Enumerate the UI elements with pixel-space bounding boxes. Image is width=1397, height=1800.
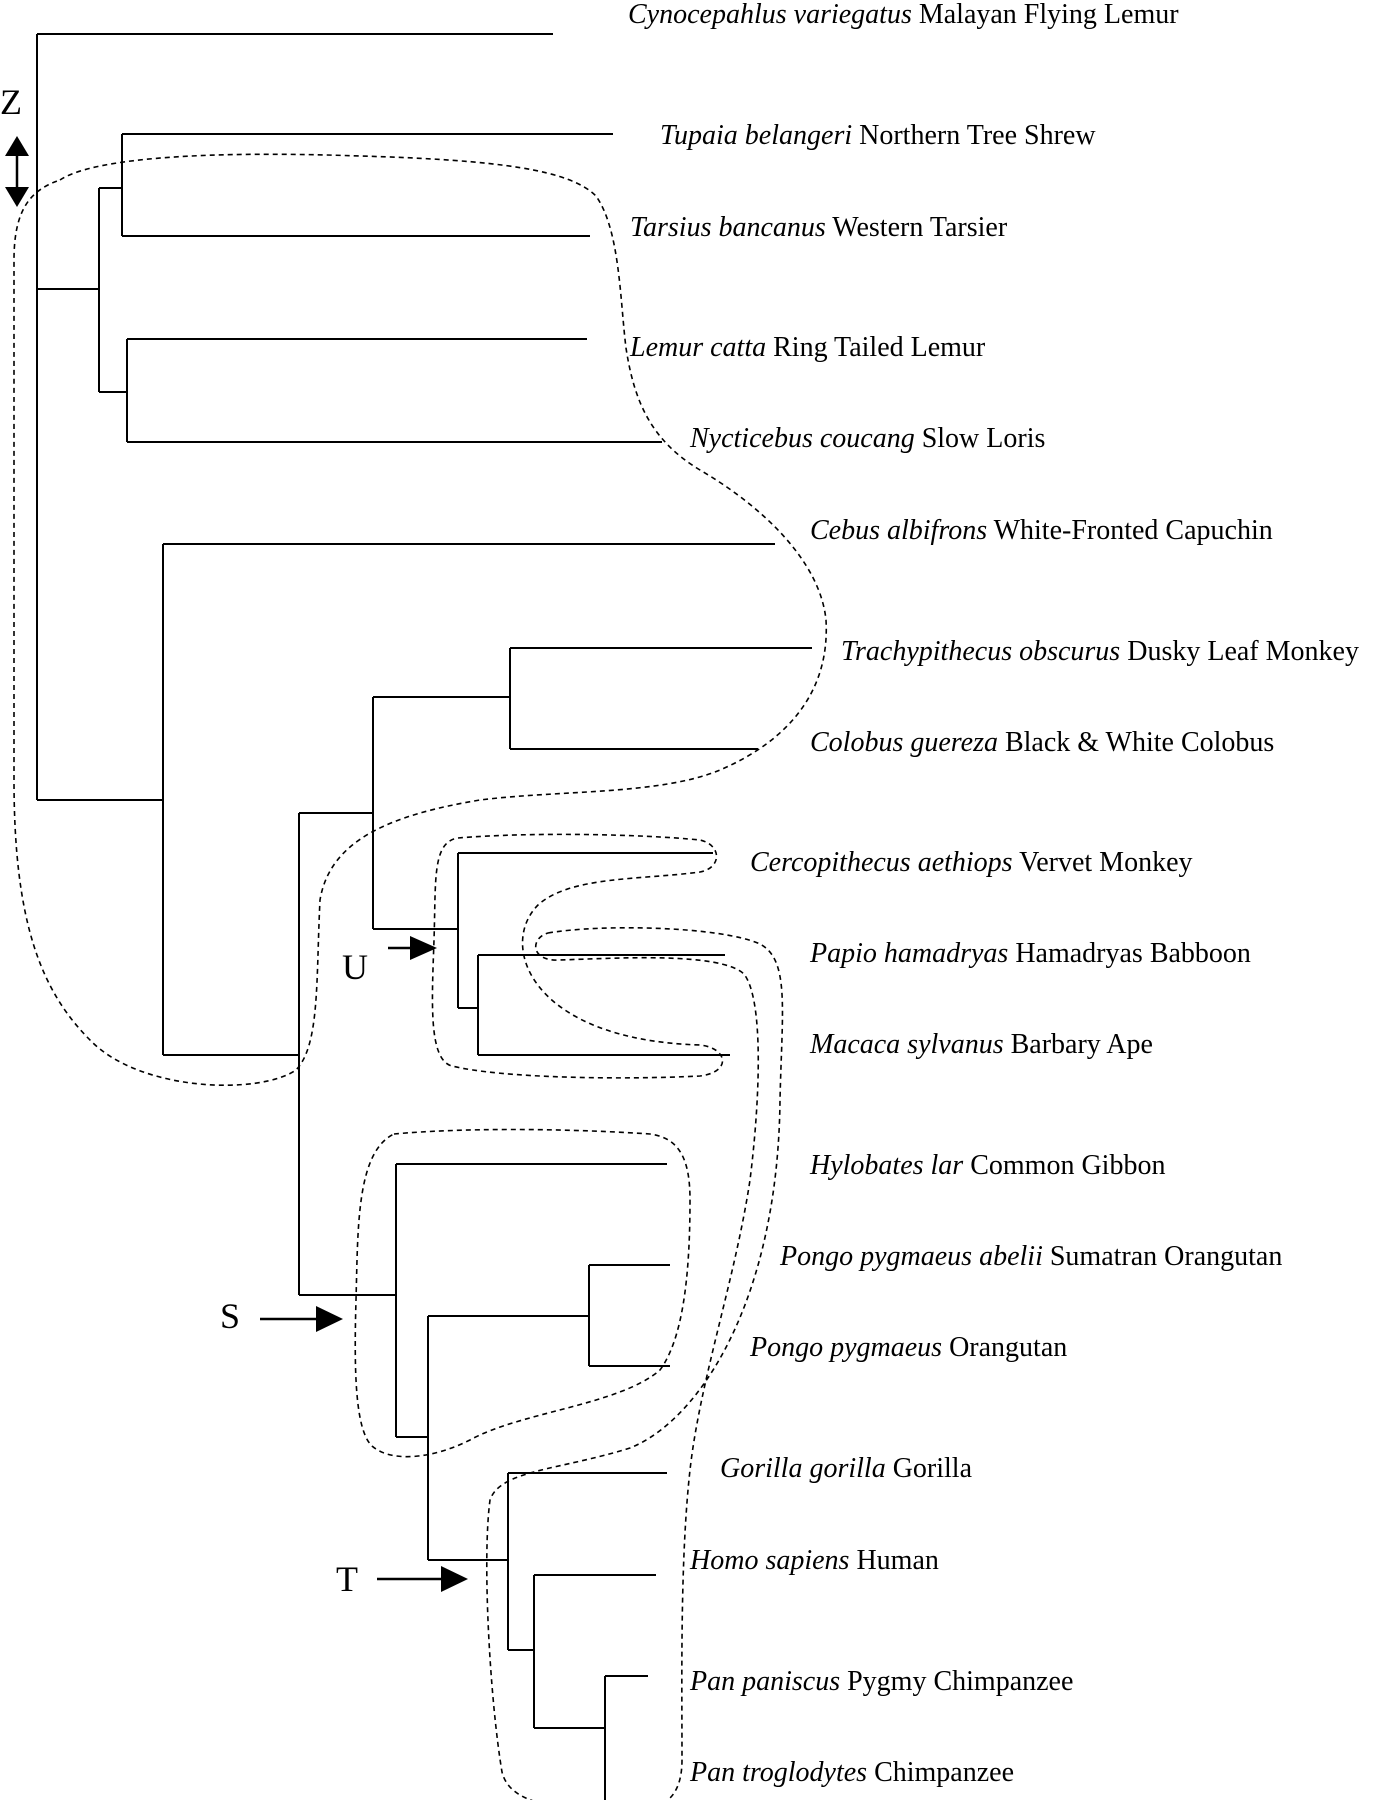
taxon-scientific-name: Trachypithecus obscurus (841, 636, 1120, 667)
arrow-right-icon-u (388, 936, 437, 960)
taxon-common-name: Northern Tree Shrew (859, 120, 1096, 151)
loop-cercopithecus-macaca (431, 833, 724, 1079)
taxon-scientific-name: Pongo pygmaeus abelii (779, 1241, 1043, 1272)
taxon-common-name: Pygmy Chimpanzee (847, 1666, 1073, 1697)
taxon-label: Pongo pygmaeus abelii Sumatran Orangutan (779, 1241, 1282, 1272)
taxon-label: Trachypithecus obscurus Dusky Leaf Monke… (841, 636, 1359, 667)
node-label-s: S (220, 1296, 240, 1336)
taxon-label: Gorilla gorilla Gorilla (720, 1453, 973, 1484)
taxon-label: Hylobates lar Common Gibbon (809, 1150, 1165, 1181)
taxon-common-name: Slow Loris (922, 423, 1046, 454)
grouping-loops (13, 153, 828, 1800)
tree-branches (36, 33, 812, 1800)
taxon-labels: Cynocepahlus variegatus Malayan Flying L… (628, 0, 1359, 1788)
taxon-scientific-name: Nycticebus coucang (689, 423, 915, 454)
loop-ape-group (354, 1128, 691, 1458)
taxon-label: Papio hamadryas Hamadryas Babboon (809, 938, 1251, 969)
taxon-label: Tarsius bancanus Western Tarsier (630, 212, 1008, 243)
taxon-scientific-name: Colobus guereza (810, 727, 998, 758)
taxon-common-name: Common Gibbon (970, 1150, 1165, 1181)
taxon-scientific-name: Hylobates lar (809, 1150, 963, 1181)
node-label-z: Z (0, 82, 22, 122)
taxon-label: Nycticebus coucang Slow Loris (689, 423, 1045, 454)
taxon-scientific-name: Tupaia belangeri (660, 120, 852, 151)
taxon-common-name: Sumatran Orangutan (1050, 1241, 1283, 1272)
node-label-u: U (342, 947, 368, 987)
taxon-scientific-name: Gorilla gorilla (720, 1453, 886, 1484)
taxon-label: Colobus guereza Black & White Colobus (810, 727, 1274, 758)
taxon-label: Cebus albifrons White-Fronted Capuchin (810, 515, 1273, 546)
taxon-common-name: Barbary Ape (1011, 1029, 1153, 1060)
taxon-common-name: Ring Tailed Lemur (773, 332, 986, 363)
taxon-scientific-name: Pan troglodytes (689, 1757, 867, 1788)
taxon-label: Pongo pygmaeus Orangutan (749, 1332, 1067, 1363)
taxon-common-name: Chimpanzee (874, 1757, 1014, 1788)
taxon-common-name: Human (856, 1545, 938, 1576)
taxon-common-name: Vervet Monkey (1019, 847, 1192, 878)
taxon-label: Tupaia belangeri Northern Tree Shrew (660, 120, 1096, 151)
taxon-scientific-name: Homo sapiens (689, 1545, 850, 1576)
taxon-scientific-name: Lemur catta (629, 332, 766, 363)
taxon-common-name: Black & White Colobus (1005, 727, 1274, 758)
node-markers: Z U S T (0, 82, 468, 1599)
taxon-common-name: Hamadryas Babboon (1015, 938, 1251, 969)
taxon-common-name: Orangutan (949, 1332, 1067, 1363)
taxon-label: Pan paniscus Pygmy Chimpanzee (689, 1666, 1073, 1697)
taxon-common-name: Malayan Flying Lemur (919, 0, 1179, 30)
taxon-scientific-name: Cercopithecus aethiops (750, 847, 1013, 878)
loop-large-clade (13, 153, 828, 1087)
arrow-right-icon-t (377, 1566, 468, 1592)
taxon-scientific-name: Tarsius bancanus (630, 212, 826, 243)
taxon-label: Macaca sylvanus Barbary Ape (809, 1029, 1153, 1060)
taxon-common-name: White-Fronted Capuchin (994, 515, 1273, 546)
taxon-scientific-name: Cynocepahlus variegatus (628, 0, 912, 30)
taxon-scientific-name: Papio hamadryas (809, 938, 1008, 969)
taxon-common-name: Western Tarsier (832, 212, 1008, 243)
node-label-t: T (336, 1559, 358, 1599)
taxon-label: Homo sapiens Human (689, 1545, 939, 1576)
taxon-scientific-name: Cebus albifrons (810, 515, 987, 546)
taxon-label: Cercopithecus aethiops Vervet Monkey (750, 847, 1193, 878)
taxon-scientific-name: Pongo pygmaeus (749, 1332, 942, 1363)
taxon-label: Lemur catta Ring Tailed Lemur (629, 332, 986, 363)
double-arrow-icon (5, 136, 29, 207)
taxon-scientific-name: Macaca sylvanus (809, 1029, 1004, 1060)
taxon-label: Pan troglodytes Chimpanzee (689, 1757, 1014, 1788)
taxon-scientific-name: Pan paniscus (689, 1666, 840, 1697)
taxon-common-name: Gorilla (893, 1453, 973, 1484)
taxon-common-name: Dusky Leaf Monkey (1127, 636, 1359, 667)
branch-root (36, 33, 553, 800)
taxon-label: Cynocepahlus variegatus Malayan Flying L… (628, 0, 1179, 30)
arrow-right-icon-s (260, 1306, 343, 1332)
